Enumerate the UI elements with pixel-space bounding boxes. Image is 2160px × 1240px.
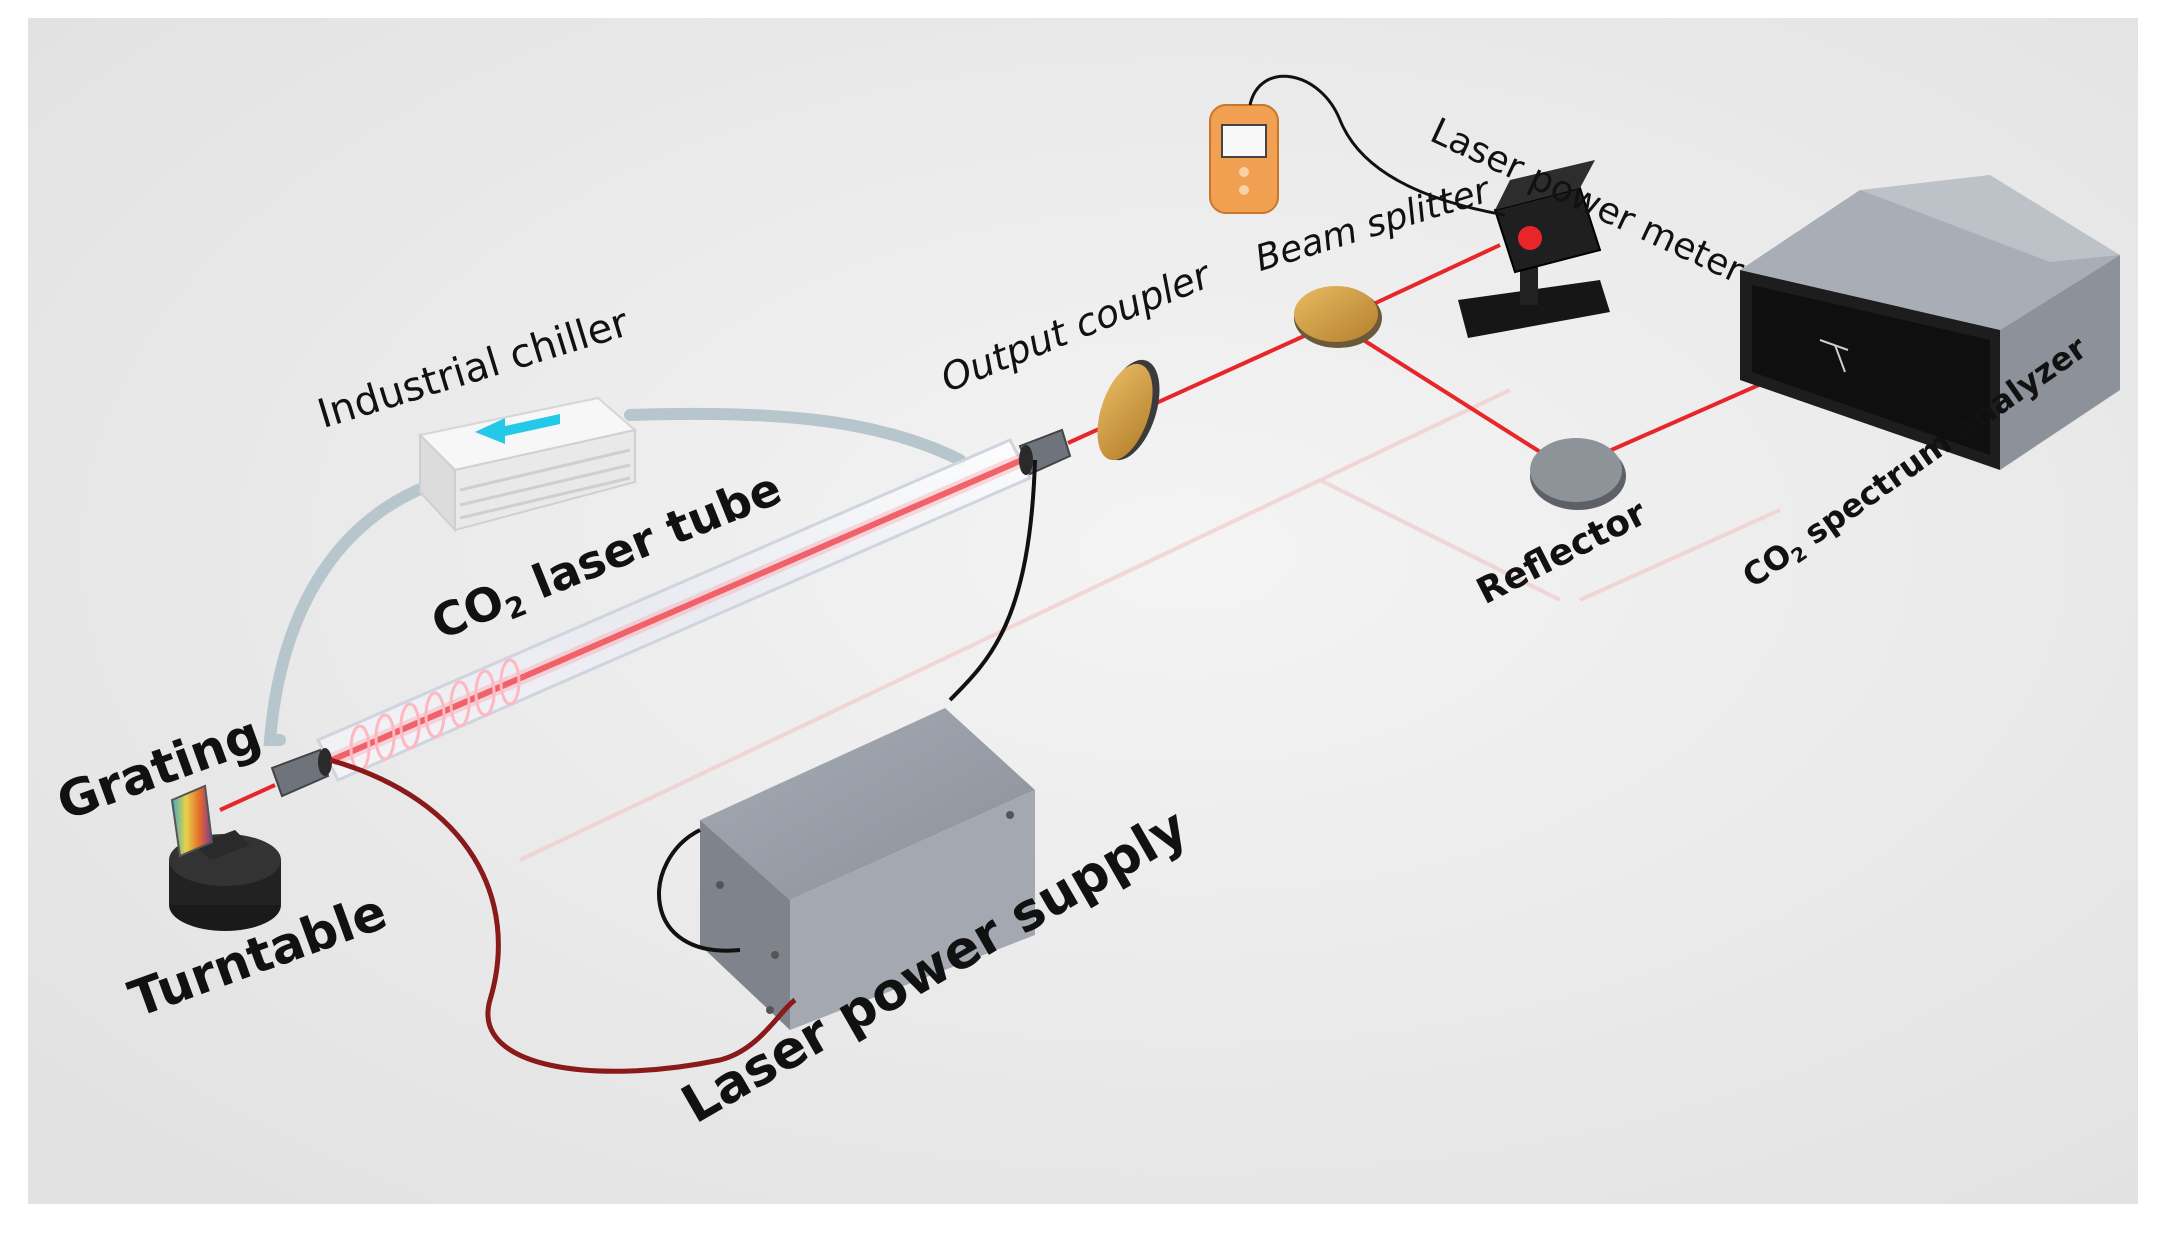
reflector bbox=[1530, 438, 1626, 510]
water-hose-return bbox=[624, 407, 966, 466]
power-meter-display bbox=[1209, 74, 1506, 217]
beam-splitter bbox=[1294, 286, 1382, 348]
laser-power-supply bbox=[700, 708, 1035, 1030]
grating bbox=[170, 784, 214, 858]
chiller-arrow-icon bbox=[475, 414, 560, 444]
power-cable-red bbox=[329, 757, 797, 1074]
tube-right-cap bbox=[1018, 428, 1072, 476]
co2-laser-tube bbox=[315, 438, 1033, 782]
laser-power-meter-head bbox=[1458, 160, 1610, 338]
tube-left-cap bbox=[270, 748, 332, 798]
output-coupler bbox=[1097, 359, 1160, 461]
water-hose bbox=[263, 476, 444, 746]
industrial-chiller bbox=[417, 396, 638, 533]
floor-reflections bbox=[519, 388, 1781, 862]
background bbox=[28, 18, 2138, 1204]
power-cable-black bbox=[657, 459, 1037, 953]
co2-spectrum-analyzer bbox=[1740, 175, 2120, 470]
